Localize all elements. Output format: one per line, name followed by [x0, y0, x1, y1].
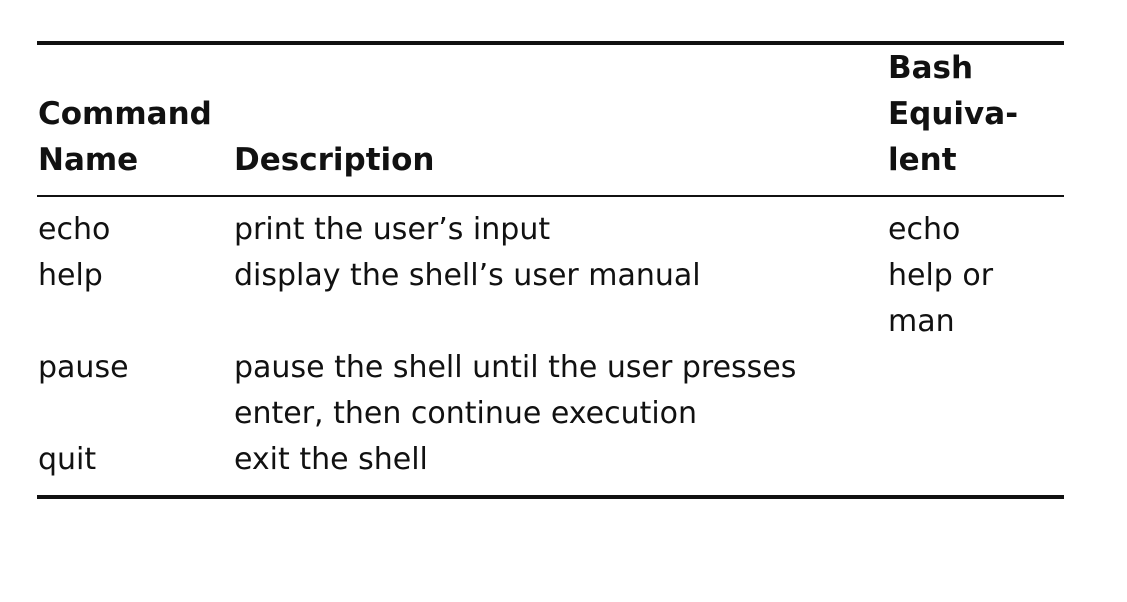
table-body: echo print the user’s input echo help di…	[37, 197, 1064, 495]
header-command-name-line: Name	[38, 142, 139, 178]
description-line: enter, then continue execution	[234, 396, 698, 431]
description-line: print the user’s input	[234, 212, 551, 247]
table-top-rule	[37, 41, 1064, 45]
description-cell: pause the shell until the user presses e…	[234, 345, 796, 437]
command-name-cell: echo	[38, 212, 111, 247]
table-header-rule	[37, 195, 1064, 197]
table-row: echo print the user’s input echo	[37, 207, 1064, 253]
command-name-cell: pause	[38, 350, 129, 385]
description-cell: exit the shell	[234, 437, 428, 483]
description-line: pause the shell until the user presses	[234, 350, 797, 385]
header-bash-line: Bash	[888, 50, 974, 86]
bash-equivalent-cell: echo	[888, 207, 960, 253]
command-name-cell: help	[38, 258, 103, 293]
header-description-line: Description	[234, 142, 435, 178]
header-command-name: Command Name	[38, 91, 212, 183]
description-cell: print the user’s input	[234, 207, 550, 253]
commands-table: Command Name Description Bash Equiva- le…	[37, 41, 1064, 499]
header-bash-equivalent: Bash Equiva- lent	[888, 45, 1018, 183]
header-command-name-line: Command	[38, 96, 212, 132]
header-bash-line: Equiva-	[888, 96, 1019, 132]
table-row: help display the shell’s user manual hel…	[37, 253, 1064, 345]
command-name-cell: quit	[38, 442, 97, 477]
bash-line: echo	[888, 212, 961, 247]
description-cell: display the shell’s user manual	[234, 253, 701, 299]
header-bash-line: lent	[888, 142, 957, 178]
table-row: quit exit the shell	[37, 437, 1064, 483]
header-description: Description	[234, 137, 435, 183]
bash-line: man	[888, 304, 955, 339]
table-row: pause pause the shell until the user pre…	[37, 345, 1064, 437]
bash-equivalent-cell: help or man	[888, 253, 993, 345]
table-header: Command Name Description Bash Equiva- le…	[37, 45, 1064, 195]
description-line: display the shell’s user manual	[234, 258, 701, 293]
bash-line: help or	[888, 258, 994, 293]
table-bottom-rule	[37, 495, 1064, 499]
description-line: exit the shell	[234, 442, 428, 477]
